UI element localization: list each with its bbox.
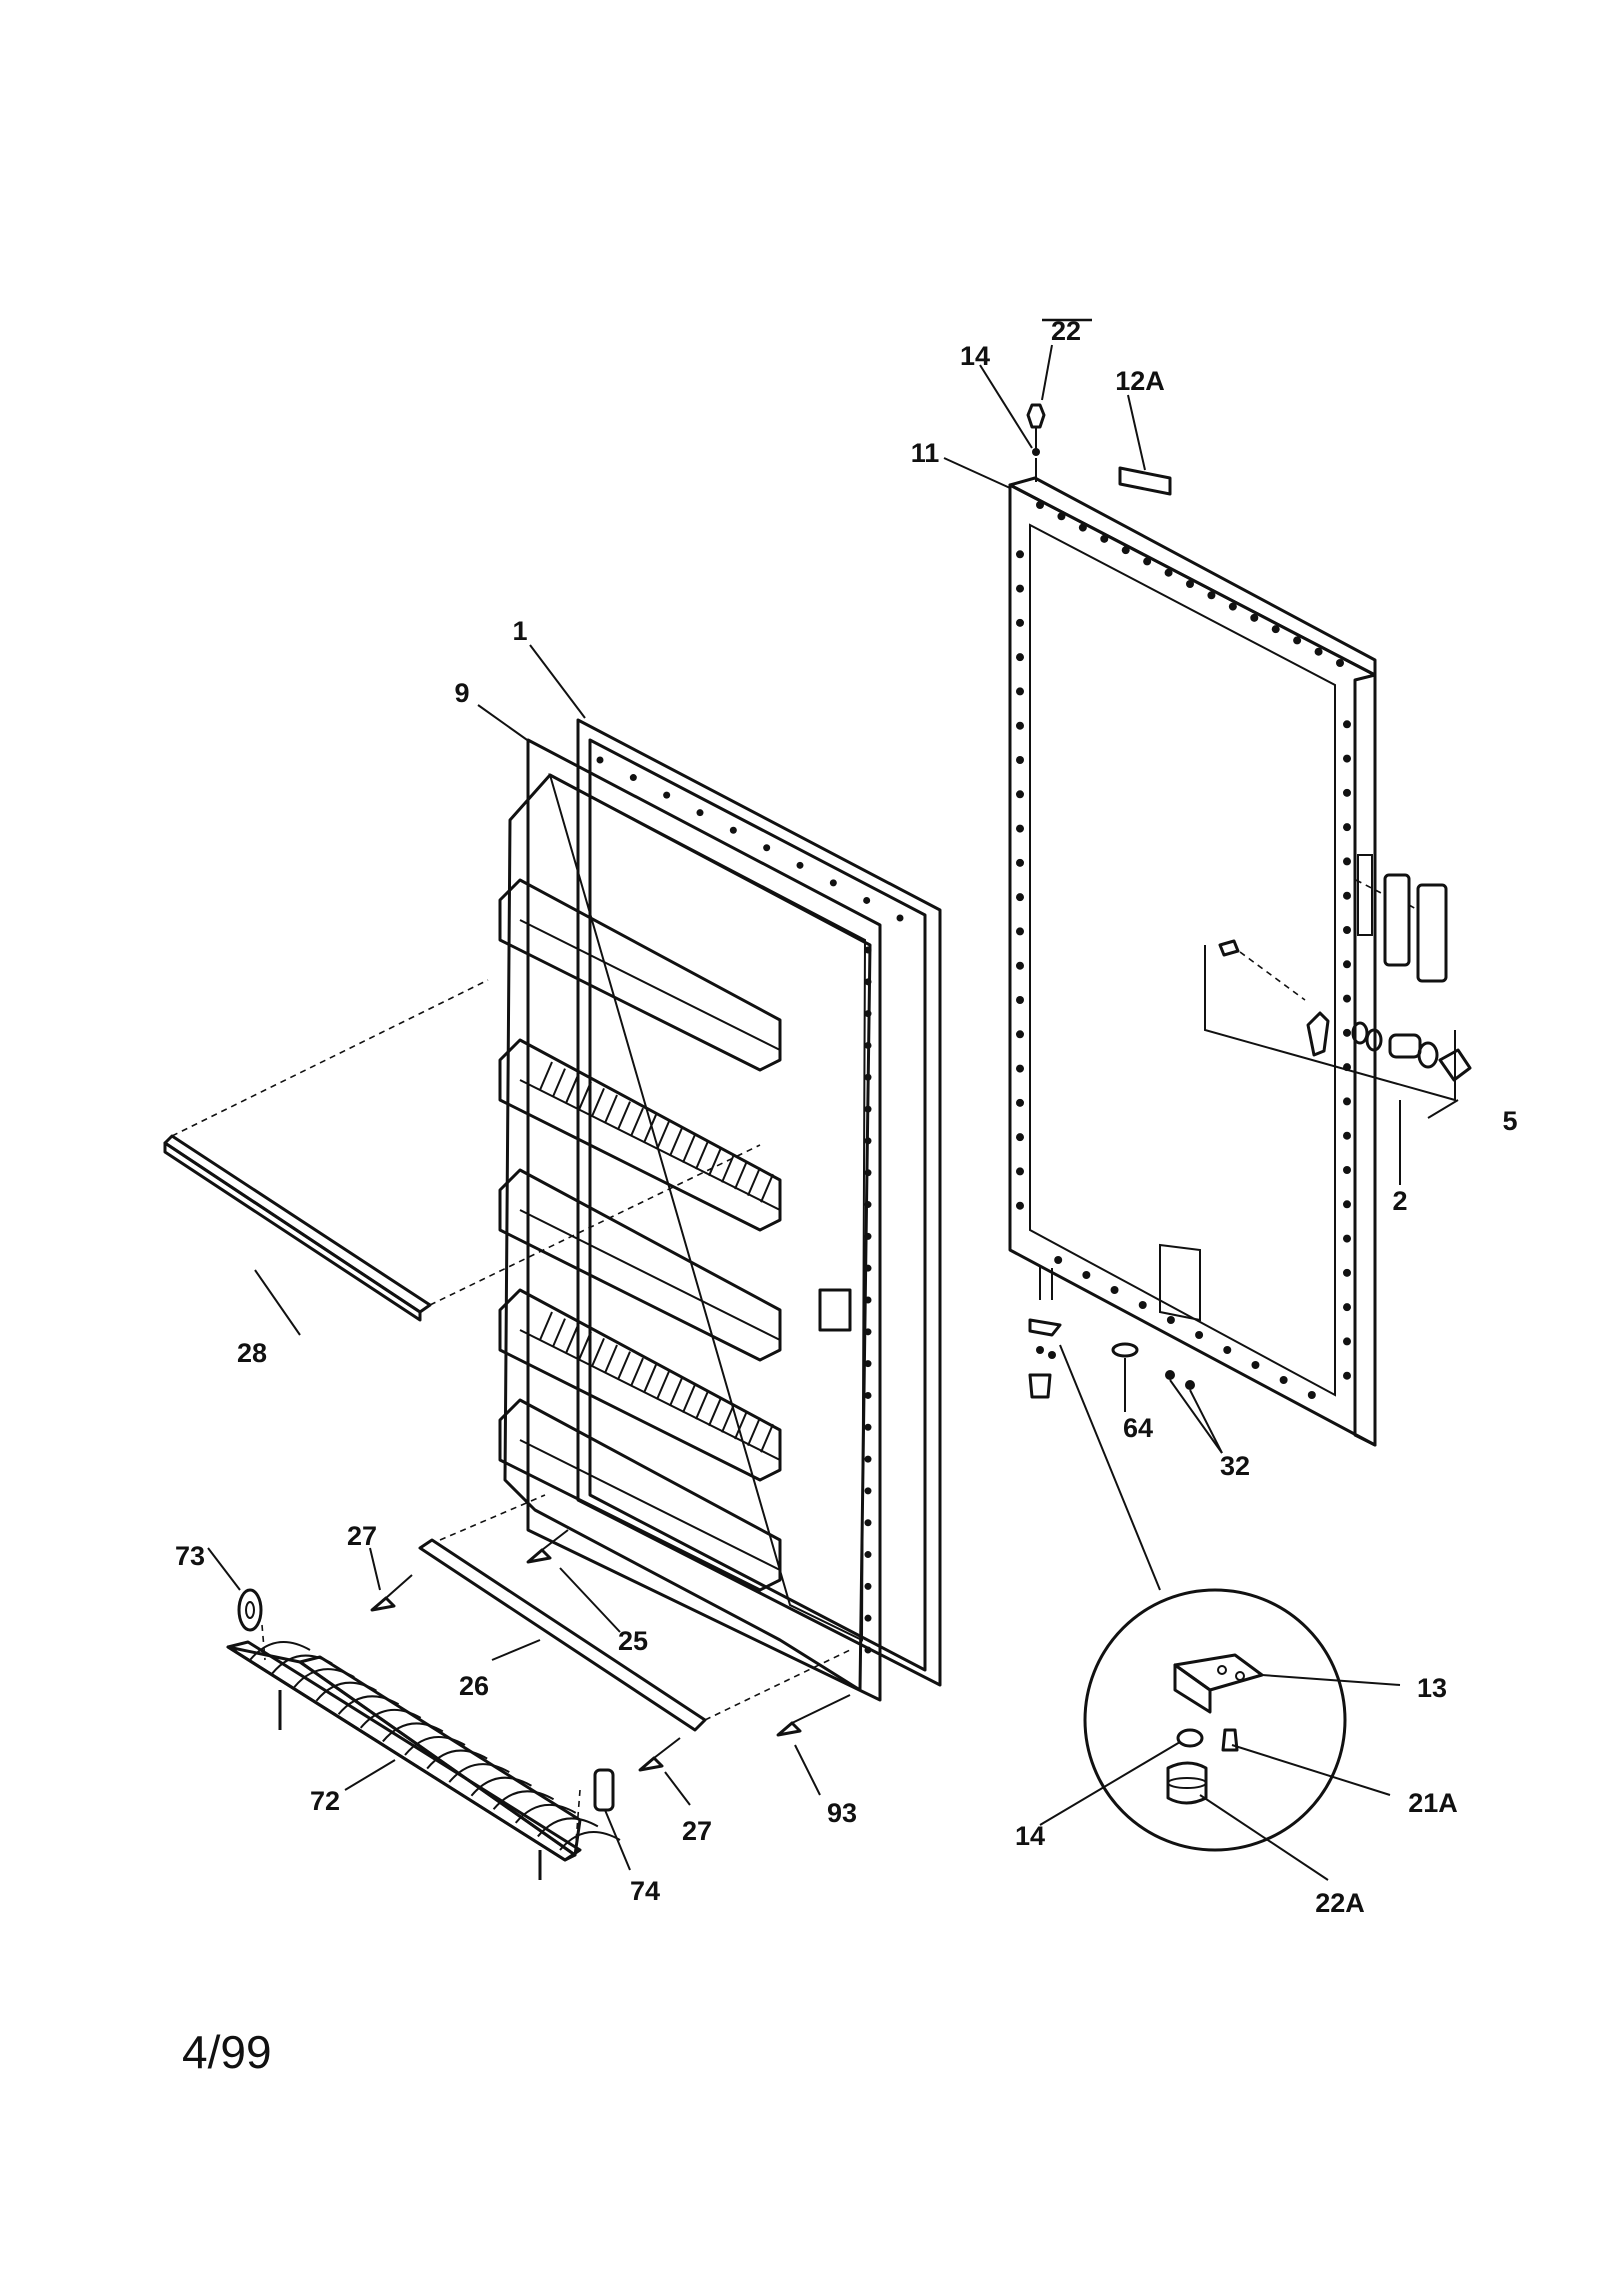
outer-door-panel bbox=[1008, 476, 1377, 1447]
shelf-bar-28 bbox=[163, 979, 761, 1322]
callout-14-top: 14 bbox=[960, 341, 990, 371]
revision-date: 4/99 bbox=[182, 2026, 272, 2078]
callout-28: 28 bbox=[237, 1338, 267, 1368]
callout-12A: 12A bbox=[1115, 366, 1165, 396]
callout-72: 72 bbox=[310, 1786, 340, 1816]
callout-32: 32 bbox=[1220, 1451, 1250, 1481]
callout-14-bottom: 14 bbox=[1015, 1821, 1045, 1851]
callout-27-a: 27 bbox=[347, 1521, 377, 1551]
callout-22A: 22A bbox=[1315, 1888, 1365, 1918]
callout-9: 9 bbox=[454, 678, 469, 708]
bottom-hinge-bits bbox=[1028, 1265, 1195, 1591]
callout-2: 2 bbox=[1392, 1186, 1407, 1216]
handle-parts bbox=[1355, 873, 1448, 983]
label-12A bbox=[1118, 466, 1172, 496]
callout-1: 1 bbox=[512, 616, 527, 646]
door-rack-bar-26 bbox=[418, 1494, 851, 1732]
callout-5: 5 bbox=[1502, 1106, 1517, 1136]
callout-64: 64 bbox=[1123, 1413, 1153, 1443]
callout-73: 73 bbox=[175, 1541, 205, 1571]
detail-circle bbox=[1083, 1588, 1347, 1852]
callout-25: 25 bbox=[618, 1626, 648, 1656]
lock-assembly bbox=[1204, 939, 1472, 1102]
callout-27-b: 27 bbox=[682, 1816, 712, 1846]
clip-73 bbox=[237, 1588, 266, 1661]
callout-labels: 22 14 12A 11 1 9 5 2 28 64 32 27 73 25 2… bbox=[175, 316, 1518, 1918]
callout-74: 74 bbox=[630, 1876, 660, 1906]
door-basket-72 bbox=[226, 1640, 621, 1880]
callout-26: 26 bbox=[459, 1671, 489, 1701]
clip-74 bbox=[574, 1768, 615, 1856]
callout-93: 93 bbox=[827, 1798, 857, 1828]
leader-lines bbox=[207, 344, 1459, 1881]
inner-door-liner bbox=[498, 718, 942, 1702]
callout-13: 13 bbox=[1417, 1673, 1447, 1703]
screws bbox=[370, 1529, 851, 1772]
callout-21A: 21A bbox=[1408, 1788, 1458, 1818]
top-hinge-screw bbox=[1026, 403, 1046, 482]
callout-11: 11 bbox=[911, 438, 940, 468]
